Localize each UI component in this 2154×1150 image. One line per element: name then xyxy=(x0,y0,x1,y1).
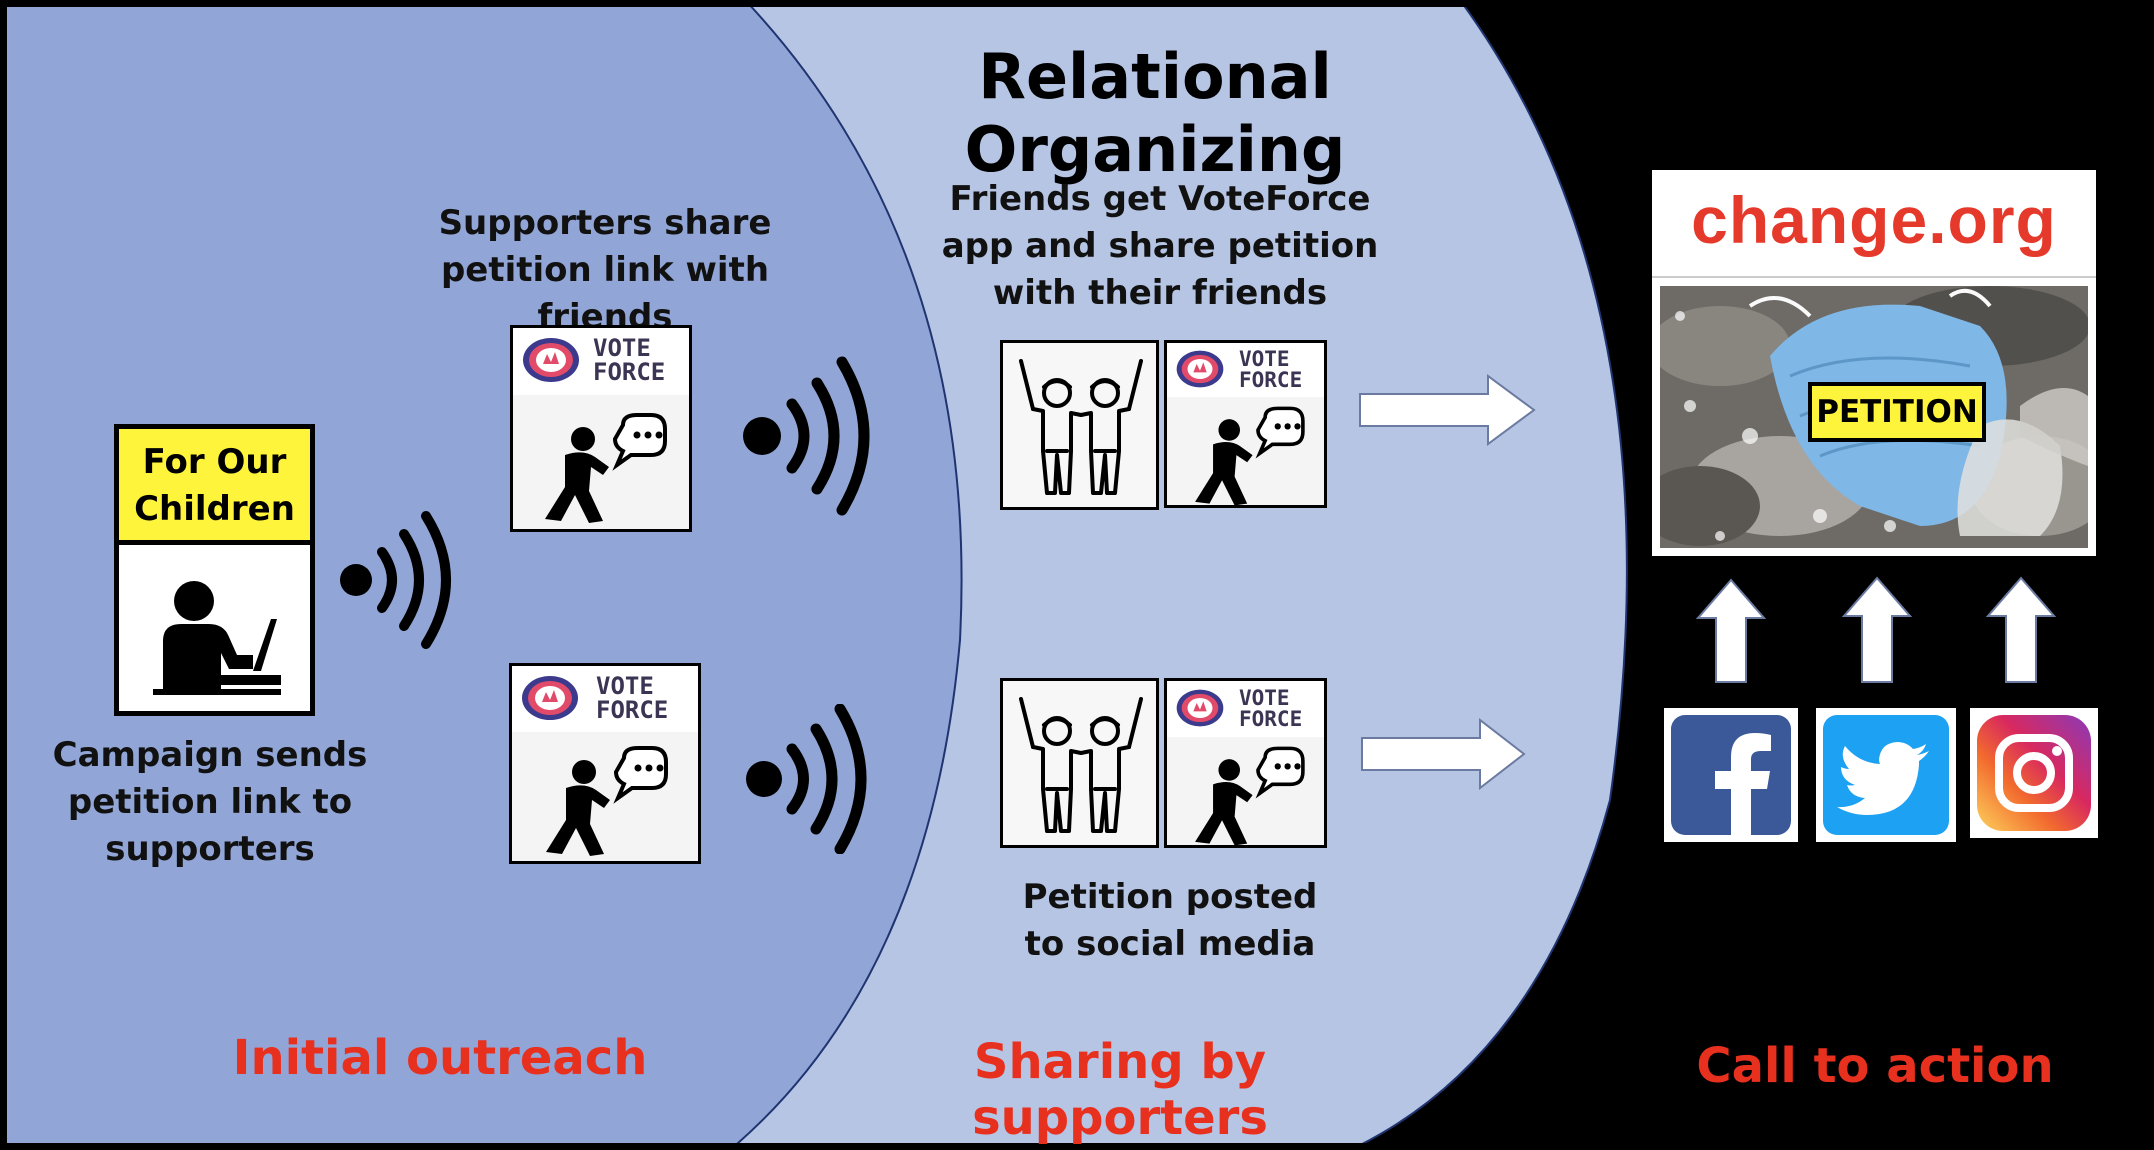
broadcast-icon xyxy=(743,356,870,516)
up-arrow-icon xyxy=(1986,576,2056,683)
texting-person-icon xyxy=(1195,746,1305,846)
texting-person-icon xyxy=(545,413,667,523)
voteforce-logo-icon xyxy=(1176,350,1224,388)
friends-celebrating-icon xyxy=(1019,697,1143,833)
supporters-caption: Supporters share petition link with frie… xyxy=(438,203,772,337)
broadcast-icon xyxy=(746,704,867,854)
voteforce-logo-icon xyxy=(522,676,578,720)
voteforce-logo-icon xyxy=(523,338,579,382)
friends-celebrating-icon xyxy=(1019,359,1143,495)
stage-label-sharing: Sharing by supporters xyxy=(972,1034,1268,1146)
friends-card xyxy=(1000,340,1159,510)
petition-label: PETITION xyxy=(1808,382,1986,442)
voteforce-brand-text: VOTE FORCE xyxy=(593,334,666,386)
petition-photo xyxy=(1660,286,2088,548)
broadcast-icon xyxy=(340,511,451,649)
change-org-logo: change.org xyxy=(1691,183,2057,257)
voteforce-brand-text: VOTE FORCE xyxy=(1239,686,1303,731)
voteforce-brand-text: VOTE FORCE xyxy=(596,672,669,724)
laptop-user-icon xyxy=(153,581,281,695)
texting-person-icon xyxy=(1195,406,1305,506)
voteforce-brand-text: VOTE FORCE xyxy=(1239,347,1303,392)
posted-caption: Petition posted to social media xyxy=(1022,877,1318,964)
up-arrow-icon xyxy=(1842,576,1912,683)
friends-caption: Friends get VoteForce app and share peti… xyxy=(941,179,1379,313)
voteforce-card: VOTE FORCE xyxy=(1164,340,1327,508)
instagram-icon xyxy=(1970,708,2098,838)
voteforce-card: VOTE FORCE xyxy=(1164,678,1327,848)
twitter-icon xyxy=(1816,708,1956,842)
voteforce-card: VOTE FORCE xyxy=(509,663,701,864)
texting-person-icon xyxy=(546,746,668,856)
right-arrow-icon xyxy=(1359,374,1536,446)
change-org-panel: change.org PETITION xyxy=(1652,170,2096,556)
voteforce-logo-icon xyxy=(1176,689,1224,727)
campaign-caption: Campaign sends petition link to supporte… xyxy=(52,735,368,869)
campaign-card: For Our Children xyxy=(114,424,315,716)
campaign-card-label: For Our Children xyxy=(119,429,310,545)
right-arrow-icon xyxy=(1361,718,1526,790)
up-arrow-icon xyxy=(1696,578,1766,683)
friends-card xyxy=(1000,678,1159,848)
voteforce-card: VOTE FORCE xyxy=(510,325,692,532)
diagram-title: Relational Organizing xyxy=(964,40,1346,186)
facebook-icon xyxy=(1664,708,1798,842)
stage-label-initial: Initial outreach xyxy=(232,1030,648,1086)
stage-label-action: Call to action xyxy=(1696,1038,2054,1094)
outreach-region xyxy=(0,0,962,1150)
